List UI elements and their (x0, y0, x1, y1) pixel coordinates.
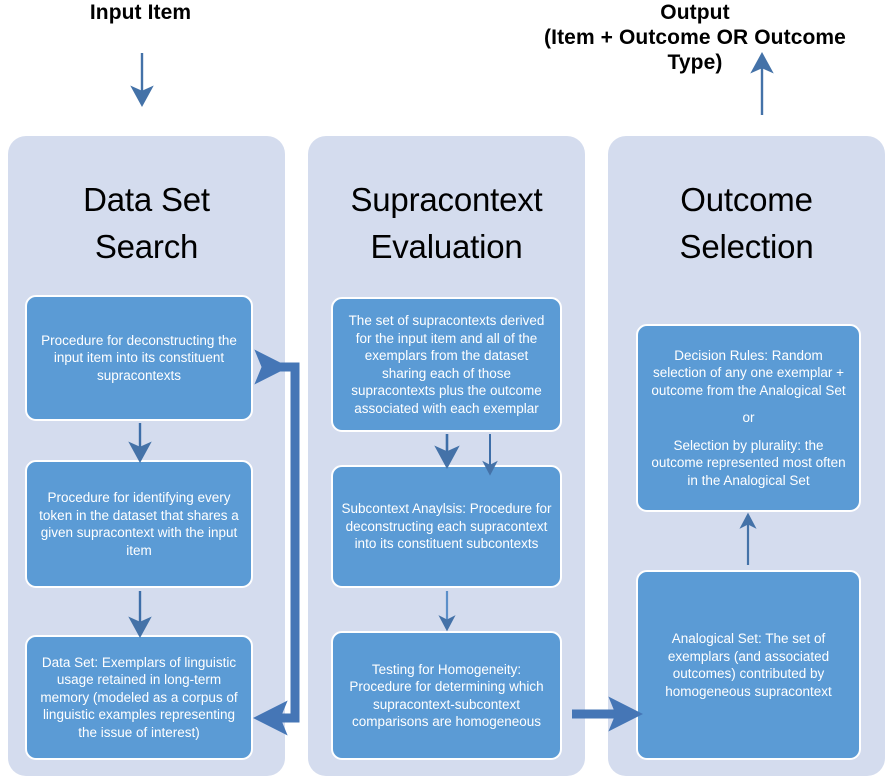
panel-title-line1: Supracontext (350, 181, 543, 218)
input-item-text: Input Item (89, 1, 192, 24)
input-item-label: Input Item (28, 0, 253, 25)
panel-title-line2: Evaluation (370, 228, 523, 265)
box-text: Data Set: Exemplars of linguistic usage … (40, 654, 238, 740)
box-testing-homogeneity[interactable]: Testing for Homogeneity: Procedure for d… (331, 631, 562, 760)
box-text-plurality: Selection by plurality: the outcome repr… (651, 437, 846, 488)
box-deconstruct-input-item[interactable]: Procedure for deconstructing the input i… (25, 295, 253, 421)
box-identify-tokens[interactable]: Procedure for identifying every token in… (25, 460, 253, 588)
box-text: The set of supracontexts derived for the… (348, 313, 545, 416)
box-text: Procedure for deconstructing the input i… (41, 332, 237, 383)
output-label-line3: Type) (667, 51, 723, 74)
output-label: Output (Item + Outcome OR Outcome Type) (520, 0, 870, 75)
output-label-line1: Output (660, 1, 730, 24)
box-text: Analogical Set: The set of exemplars (an… (665, 631, 832, 699)
box-supracontext-set[interactable]: The set of supracontexts derived for the… (331, 297, 562, 432)
box-text-or: or (742, 410, 755, 426)
output-label-line2: (Item + Outcome OR Outcome (544, 26, 846, 49)
box-text: Subcontext Anaylsis: Procedure for decon… (341, 501, 552, 552)
panel-title-line2: Search (94, 228, 199, 265)
panel-title-outcome-selection: Outcome Selection (608, 176, 885, 270)
panel-title-line1: Outcome (680, 181, 813, 218)
box-text: Procedure for identifying every token in… (39, 490, 239, 558)
box-analogical-set[interactable]: Analogical Set: The set of exemplars (an… (636, 570, 861, 760)
box-subcontext-analysis[interactable]: Subcontext Anaylsis: Procedure for decon… (331, 465, 562, 588)
box-text-decision-rules: Decision Rules: Random selection of any … (651, 347, 846, 398)
panel-title-line2: Selection (679, 228, 814, 265)
panel-title-data-set-search: Data Set Search (8, 176, 285, 270)
box-data-set[interactable]: Data Set: Exemplars of linguistic usage … (25, 635, 253, 760)
panel-title-supracontext-evaluation: Supracontext Evaluation (308, 176, 585, 270)
box-decision-rules[interactable]: Decision Rules: Random selection of any … (636, 324, 861, 512)
box-text: Testing for Homogeneity: Procedure for d… (349, 661, 544, 730)
panel-title-line1: Data Set (83, 181, 210, 218)
